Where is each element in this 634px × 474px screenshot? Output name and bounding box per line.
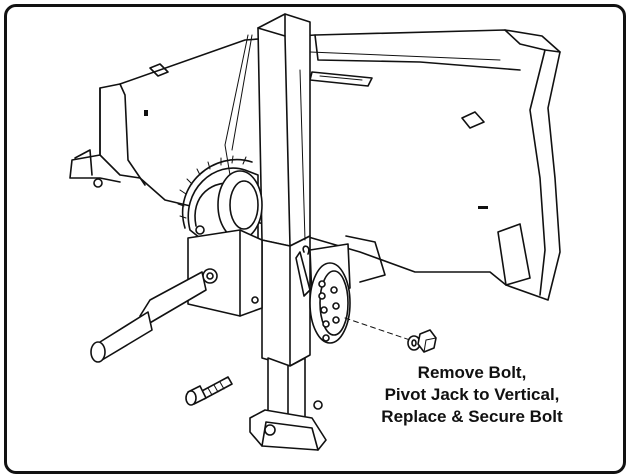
removed-bolt [185, 376, 233, 406]
winch-cable [224, 34, 306, 241]
winch-gear [177, 155, 263, 241]
callout-line-3: Replace & Secure Bolt [381, 407, 563, 426]
crank-handle [90, 271, 207, 363]
instruction-callout: Remove Bolt, Pivot Jack to Vertical, Rep… [336, 362, 608, 428]
trailer-frame-plate [69, 29, 561, 301]
washer-and-nut [344, 317, 437, 353]
callout-line-2: Pivot Jack to Vertical, [384, 385, 560, 404]
callout-line-1: Remove Bolt, [417, 363, 527, 382]
pivot-bracket [295, 235, 386, 344]
gearbox-housing [187, 229, 263, 317]
